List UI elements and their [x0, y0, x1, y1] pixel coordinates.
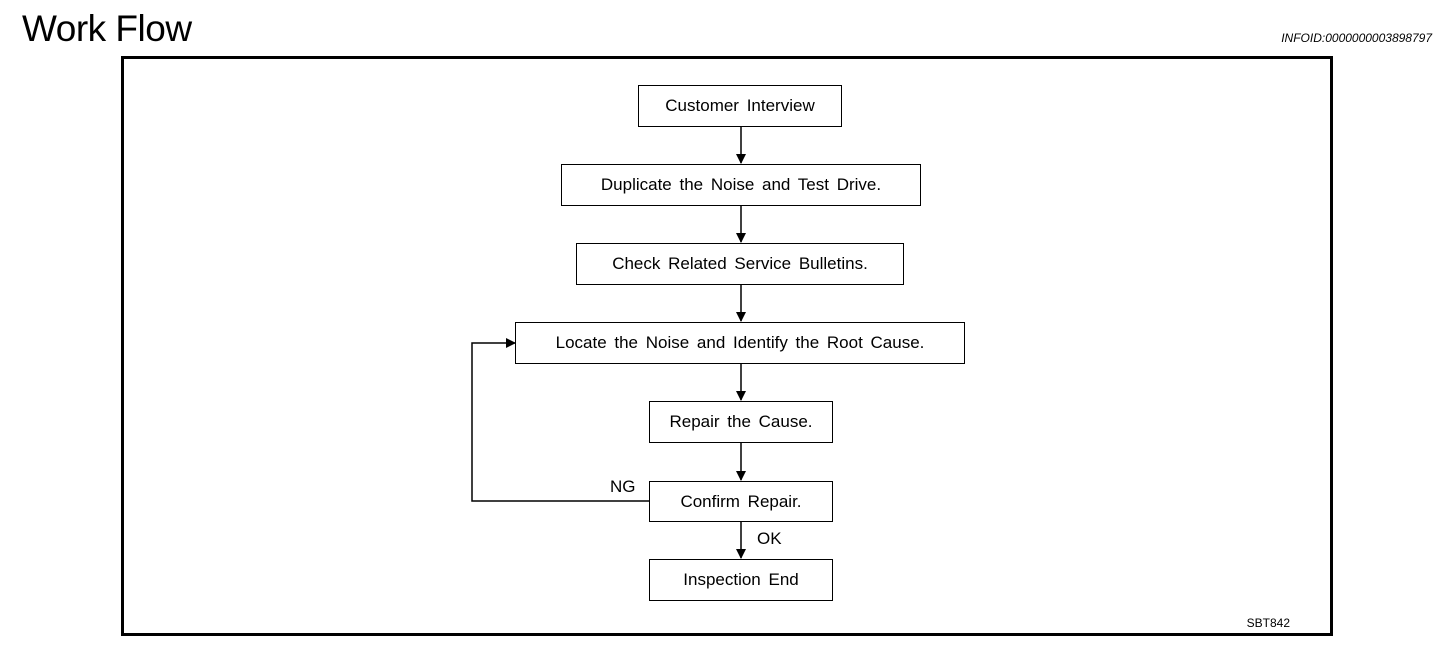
figure-code: SBT842 [1246, 616, 1290, 630]
page-title: Work Flow [22, 8, 192, 49]
step-locate-noise-root-cause: Locate the Noise and Identify the Root C… [515, 322, 965, 364]
diagram-frame [121, 56, 1333, 636]
step-duplicate-noise-test-drive: Duplicate the Noise and Test Drive. [561, 164, 921, 206]
ng-label: NG [610, 477, 636, 496]
step-confirm-repair: Confirm Repair. [649, 481, 833, 522]
step-inspection-end: Inspection End [649, 559, 833, 601]
ok-label: OK [757, 529, 782, 548]
step-check-service-bulletins: Check Related Service Bulletins. [576, 243, 904, 285]
step-repair-cause: Repair the Cause. [649, 401, 833, 443]
step-customer-interview: Customer Interview [638, 85, 842, 127]
info-id: INFOID:0000000003898797 [1281, 31, 1432, 45]
arrow-ng-loop [471, 338, 649, 502]
